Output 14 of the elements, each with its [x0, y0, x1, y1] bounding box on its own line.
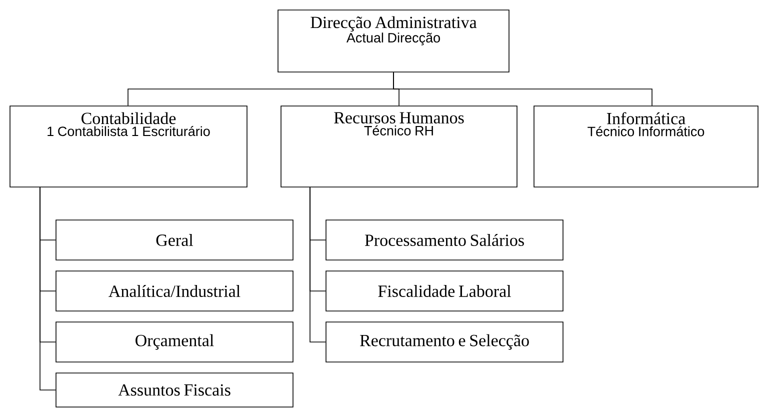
- org-box: Direcção Administrativa Actual Direcção: [278, 10, 510, 72]
- org-box: Processamento Salários: [326, 220, 564, 260]
- org-box: Fiscalidade Laboral: [326, 270, 564, 312]
- connector-line: [310, 187, 326, 342]
- org-box: Recrutamento e Selecção: [326, 322, 564, 362]
- connector-line: [40, 187, 56, 390]
- connector-line: [393, 72, 652, 106]
- org-box: Orçamental: [56, 322, 294, 362]
- org-box: Analítica/Industrial: [56, 270, 294, 312]
- org-box: Assuntos Fiscais: [56, 372, 294, 408]
- org-box: Recursos Humanos Técnico RH: [280, 106, 518, 188]
- org-box: Geral: [56, 220, 294, 260]
- org-box: Contabilidade 1 Contabilista 1 Escriturário: [10, 106, 248, 188]
- org-box: Informática Técnico Informático: [534, 106, 758, 188]
